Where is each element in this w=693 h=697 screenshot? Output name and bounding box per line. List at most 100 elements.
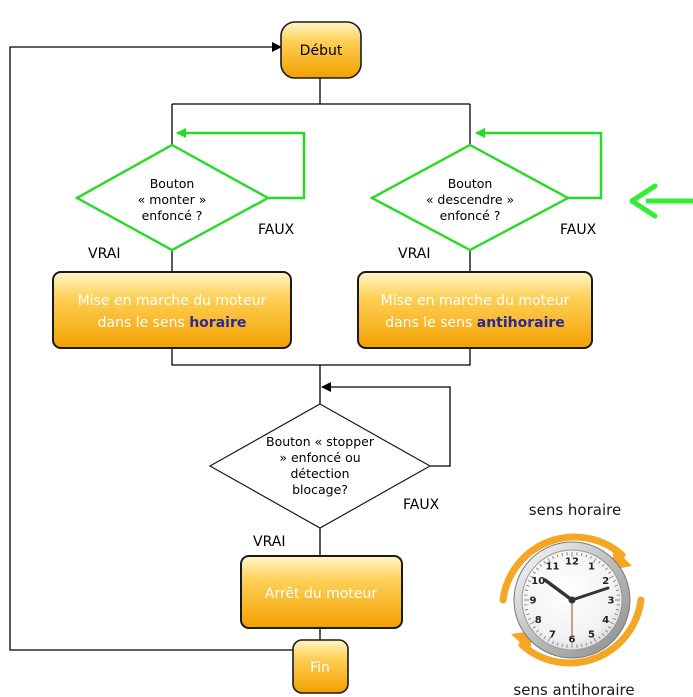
dial-tick xyxy=(589,555,592,560)
stop-motor-box: Arrêt du moteur xyxy=(240,555,403,629)
dial-number: 9 xyxy=(530,596,537,607)
decision-stop-line-2: » enfoncé ou xyxy=(279,450,360,465)
down-false-loop-line xyxy=(475,128,603,200)
cw-merge-line xyxy=(171,348,471,366)
decision-down-line-2: « descendre » xyxy=(426,192,514,207)
motor-cw-box: Mise en marche du moteur dans le sens ho… xyxy=(52,271,292,349)
dial-tick xyxy=(524,589,529,592)
dial-tick xyxy=(585,642,588,646)
motor-cw-emphasis: horaire xyxy=(189,315,246,331)
dial-tick xyxy=(561,643,564,648)
dial-tick xyxy=(614,584,618,587)
dial-tick xyxy=(589,640,592,645)
dial-tick xyxy=(539,633,543,637)
green-loops xyxy=(176,128,603,200)
decision-down: Bouton « descendre » enfoncé ? xyxy=(369,143,571,252)
svg-text:dans le sens horaire: dans le sens horaire xyxy=(98,315,247,331)
dial-number: 6 xyxy=(569,635,576,646)
clock-caption-bottom: sens antihoraire xyxy=(513,681,634,697)
dial-tick xyxy=(608,626,612,629)
decision-up-line-3: enfoncé ? xyxy=(142,208,203,223)
dial-tick xyxy=(552,555,555,560)
down-true-label: VRAI xyxy=(398,246,430,262)
dial-number: 12 xyxy=(565,557,579,568)
decision-down-line-3: enfoncé ? xyxy=(440,208,501,223)
svg-text:dans le sens antihoraire: dans le sens antihoraire xyxy=(385,315,565,331)
down-false-label: FAUX xyxy=(560,222,597,238)
dial-tick xyxy=(543,636,546,640)
return-loop-line xyxy=(9,42,293,651)
dial-number: 3 xyxy=(608,596,615,607)
dial-tick xyxy=(532,626,536,629)
dial-tick xyxy=(601,633,605,637)
dial-tick xyxy=(556,554,559,558)
stop-false-label: FAUX xyxy=(403,497,440,513)
dial-tick xyxy=(552,640,555,645)
dial-number: 11 xyxy=(546,562,560,573)
dial-tick xyxy=(605,629,609,633)
end-node: Fin xyxy=(292,639,349,694)
dial-tick xyxy=(598,560,601,564)
up-false-loop-line xyxy=(176,128,306,200)
motor-ccw-box: Mise en marche du moteur dans le sens an… xyxy=(357,271,593,349)
dial-tick xyxy=(532,571,536,574)
up-true-label: VRAI xyxy=(88,246,120,262)
decision-stop-line-4: blocage? xyxy=(292,482,348,497)
dial-tick xyxy=(615,589,620,592)
dial-tick xyxy=(612,617,617,620)
rotation-arrows-icon xyxy=(499,533,645,667)
decision-down-line-1: Bouton xyxy=(448,176,493,191)
dial-tick xyxy=(524,608,529,611)
green-pointer-arrow-icon xyxy=(629,183,693,219)
decision-stop: Bouton « stopper » enfoncé ou détection … xyxy=(208,403,432,529)
stop-motor-label: Arrêt du moteur xyxy=(265,586,377,602)
dial-tick xyxy=(547,558,551,564)
dial-tick xyxy=(561,552,564,557)
decision-stop-line-3: détection xyxy=(290,466,349,481)
decision-stop-line-1: Bouton « stopper xyxy=(266,434,375,449)
stop-false-loop-line xyxy=(321,382,451,467)
start-label: Début xyxy=(300,43,343,59)
dial-number: 2 xyxy=(602,576,609,587)
motor-ccw-line-2-prefix: dans le sens xyxy=(385,315,477,331)
motor-ccw-line-1: Mise en marche du moteur xyxy=(381,293,570,309)
motor-ccw-emphasis: antihoraire xyxy=(477,315,565,331)
dial-tick xyxy=(608,621,614,625)
dial-tick xyxy=(605,567,609,571)
dial-number: 10 xyxy=(531,576,545,587)
dial-number: 1 xyxy=(588,562,595,573)
dial-tick xyxy=(580,643,583,648)
motor-cw-line-1: Mise en marche du moteur xyxy=(78,293,267,309)
dial-tick xyxy=(612,580,617,583)
dial-tick xyxy=(615,608,620,611)
dial-tick xyxy=(527,617,532,620)
dial-tick xyxy=(526,584,530,587)
end-label: Fin xyxy=(310,660,330,676)
dial-tick xyxy=(530,575,536,579)
clock-caption-top: sens horaire xyxy=(529,501,621,519)
start-node: Début xyxy=(280,21,362,79)
dial-number: 4 xyxy=(602,615,609,626)
up-false-label: FAUX xyxy=(258,222,295,238)
stop-true-label: VRAI xyxy=(253,534,285,550)
dial-tick xyxy=(593,636,597,642)
dial-number: 7 xyxy=(549,629,556,640)
dial-tick xyxy=(601,563,605,567)
decision-up: Bouton « monter » enfoncé ? xyxy=(74,143,271,252)
dial-tick xyxy=(539,563,543,567)
dial-tick xyxy=(530,621,536,625)
dial-tick xyxy=(543,560,546,564)
dial-tick xyxy=(527,580,532,583)
dial-tick xyxy=(556,642,559,646)
dial-tick xyxy=(535,629,539,633)
motor-cw-line-2-prefix: dans le sens xyxy=(98,315,190,331)
connector-lines xyxy=(9,42,471,651)
dial-tick xyxy=(585,554,588,558)
dial-tick xyxy=(535,567,539,571)
decision-up-line-2: « monter » xyxy=(138,192,207,207)
decision-up-line-1: Bouton xyxy=(150,176,195,191)
dial-tick xyxy=(614,613,618,616)
dial-number: 5 xyxy=(588,629,595,640)
